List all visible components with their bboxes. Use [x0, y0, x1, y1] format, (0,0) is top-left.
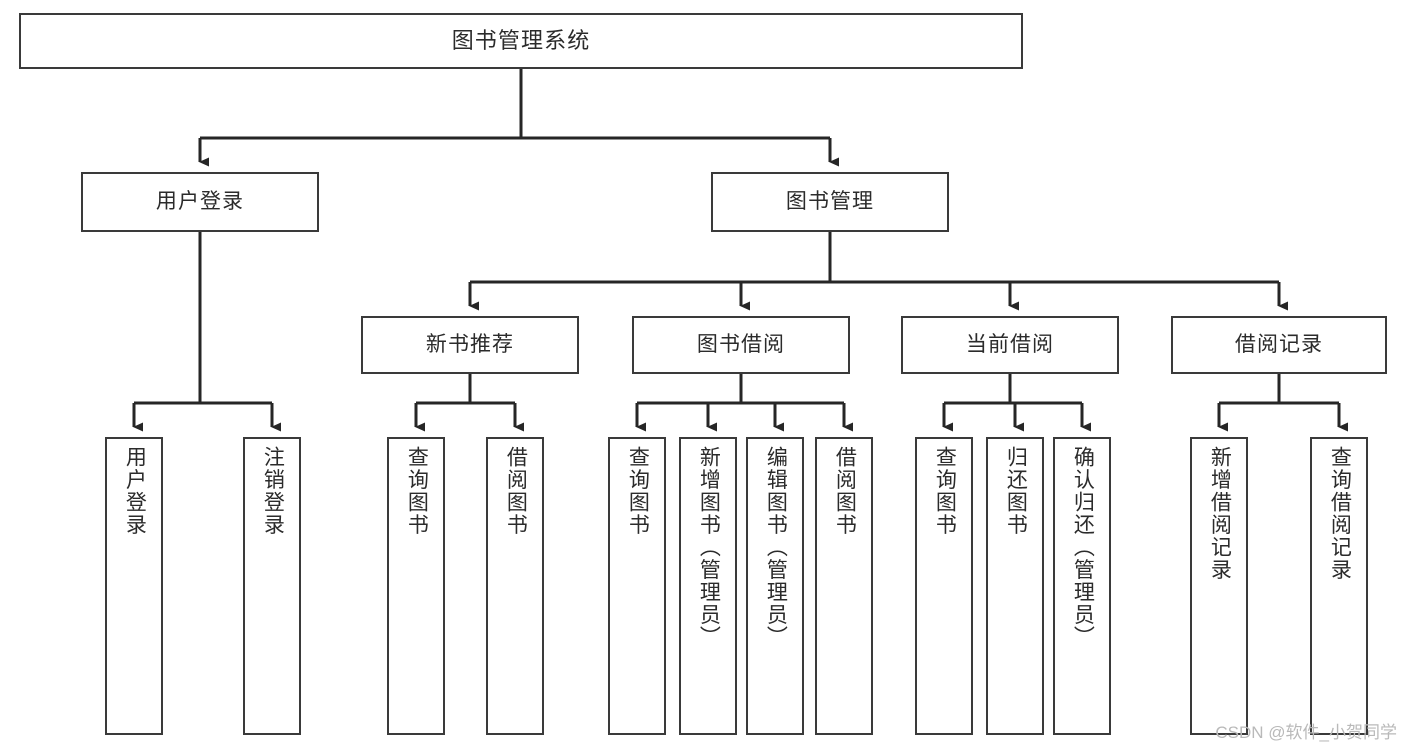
node-leaf-bor-4[interactable]: 借阅图书: [815, 437, 873, 735]
node-label: 新增图书（管理员）: [697, 446, 721, 649]
node-leaf-cur-1[interactable]: 查询图书: [915, 437, 973, 735]
node-label: 确认归还（管理员）: [1071, 446, 1095, 649]
node-leaf-login-2[interactable]: 注销登录: [243, 437, 301, 735]
node-label: 用户登录: [155, 189, 245, 213]
node-leaf-cur-2[interactable]: 归还图书: [986, 437, 1044, 735]
node-label: 查询图书: [626, 446, 650, 536]
node-label: 新书推荐: [425, 332, 515, 356]
node-leaf-cur-3[interactable]: 确认归还（管理员）: [1053, 437, 1111, 735]
node-login[interactable]: 用户登录: [81, 172, 319, 232]
node-label: 编辑图书（管理员）: [764, 446, 788, 649]
node-label: 注销登录: [261, 446, 285, 536]
watermark-text: CSDN @软件_小贺同学: [1215, 723, 1397, 742]
node-records[interactable]: 借阅记录: [1171, 316, 1387, 374]
node-leaf-rec-2[interactable]: 查询借阅记录: [1310, 437, 1368, 735]
node-leaf-new-1[interactable]: 查询图书: [387, 437, 445, 735]
node-leaf-bor-2[interactable]: 新增图书（管理员）: [679, 437, 737, 735]
node-label: 图书管理系统: [451, 28, 591, 54]
node-label: 查询图书: [405, 446, 429, 536]
node-bookmgmt[interactable]: 图书管理: [711, 172, 949, 232]
node-borrow[interactable]: 图书借阅: [632, 316, 850, 374]
node-root[interactable]: 图书管理系统: [19, 13, 1023, 69]
node-label: 查询借阅记录: [1328, 446, 1352, 581]
node-label: 用户登录: [123, 446, 147, 536]
node-leaf-new-2[interactable]: 借阅图书: [486, 437, 544, 735]
node-label: 当前借阅: [965, 332, 1055, 356]
node-current[interactable]: 当前借阅: [901, 316, 1119, 374]
node-leaf-rec-1[interactable]: 新增借阅记录: [1190, 437, 1248, 735]
node-leaf-bor-1[interactable]: 查询图书: [608, 437, 666, 735]
node-label: 图书借阅: [696, 332, 786, 356]
node-label: 借阅图书: [504, 446, 528, 536]
node-label: 归还图书: [1004, 446, 1028, 536]
node-label: 图书管理: [785, 189, 875, 213]
node-label: 新增借阅记录: [1208, 446, 1232, 581]
node-label: 借阅记录: [1234, 332, 1324, 356]
node-label: 借阅图书: [833, 446, 857, 536]
node-newbook[interactable]: 新书推荐: [361, 316, 579, 374]
node-leaf-bor-3[interactable]: 编辑图书（管理员）: [746, 437, 804, 735]
node-leaf-login-1[interactable]: 用户登录: [105, 437, 163, 735]
node-label: 查询图书: [933, 446, 957, 536]
